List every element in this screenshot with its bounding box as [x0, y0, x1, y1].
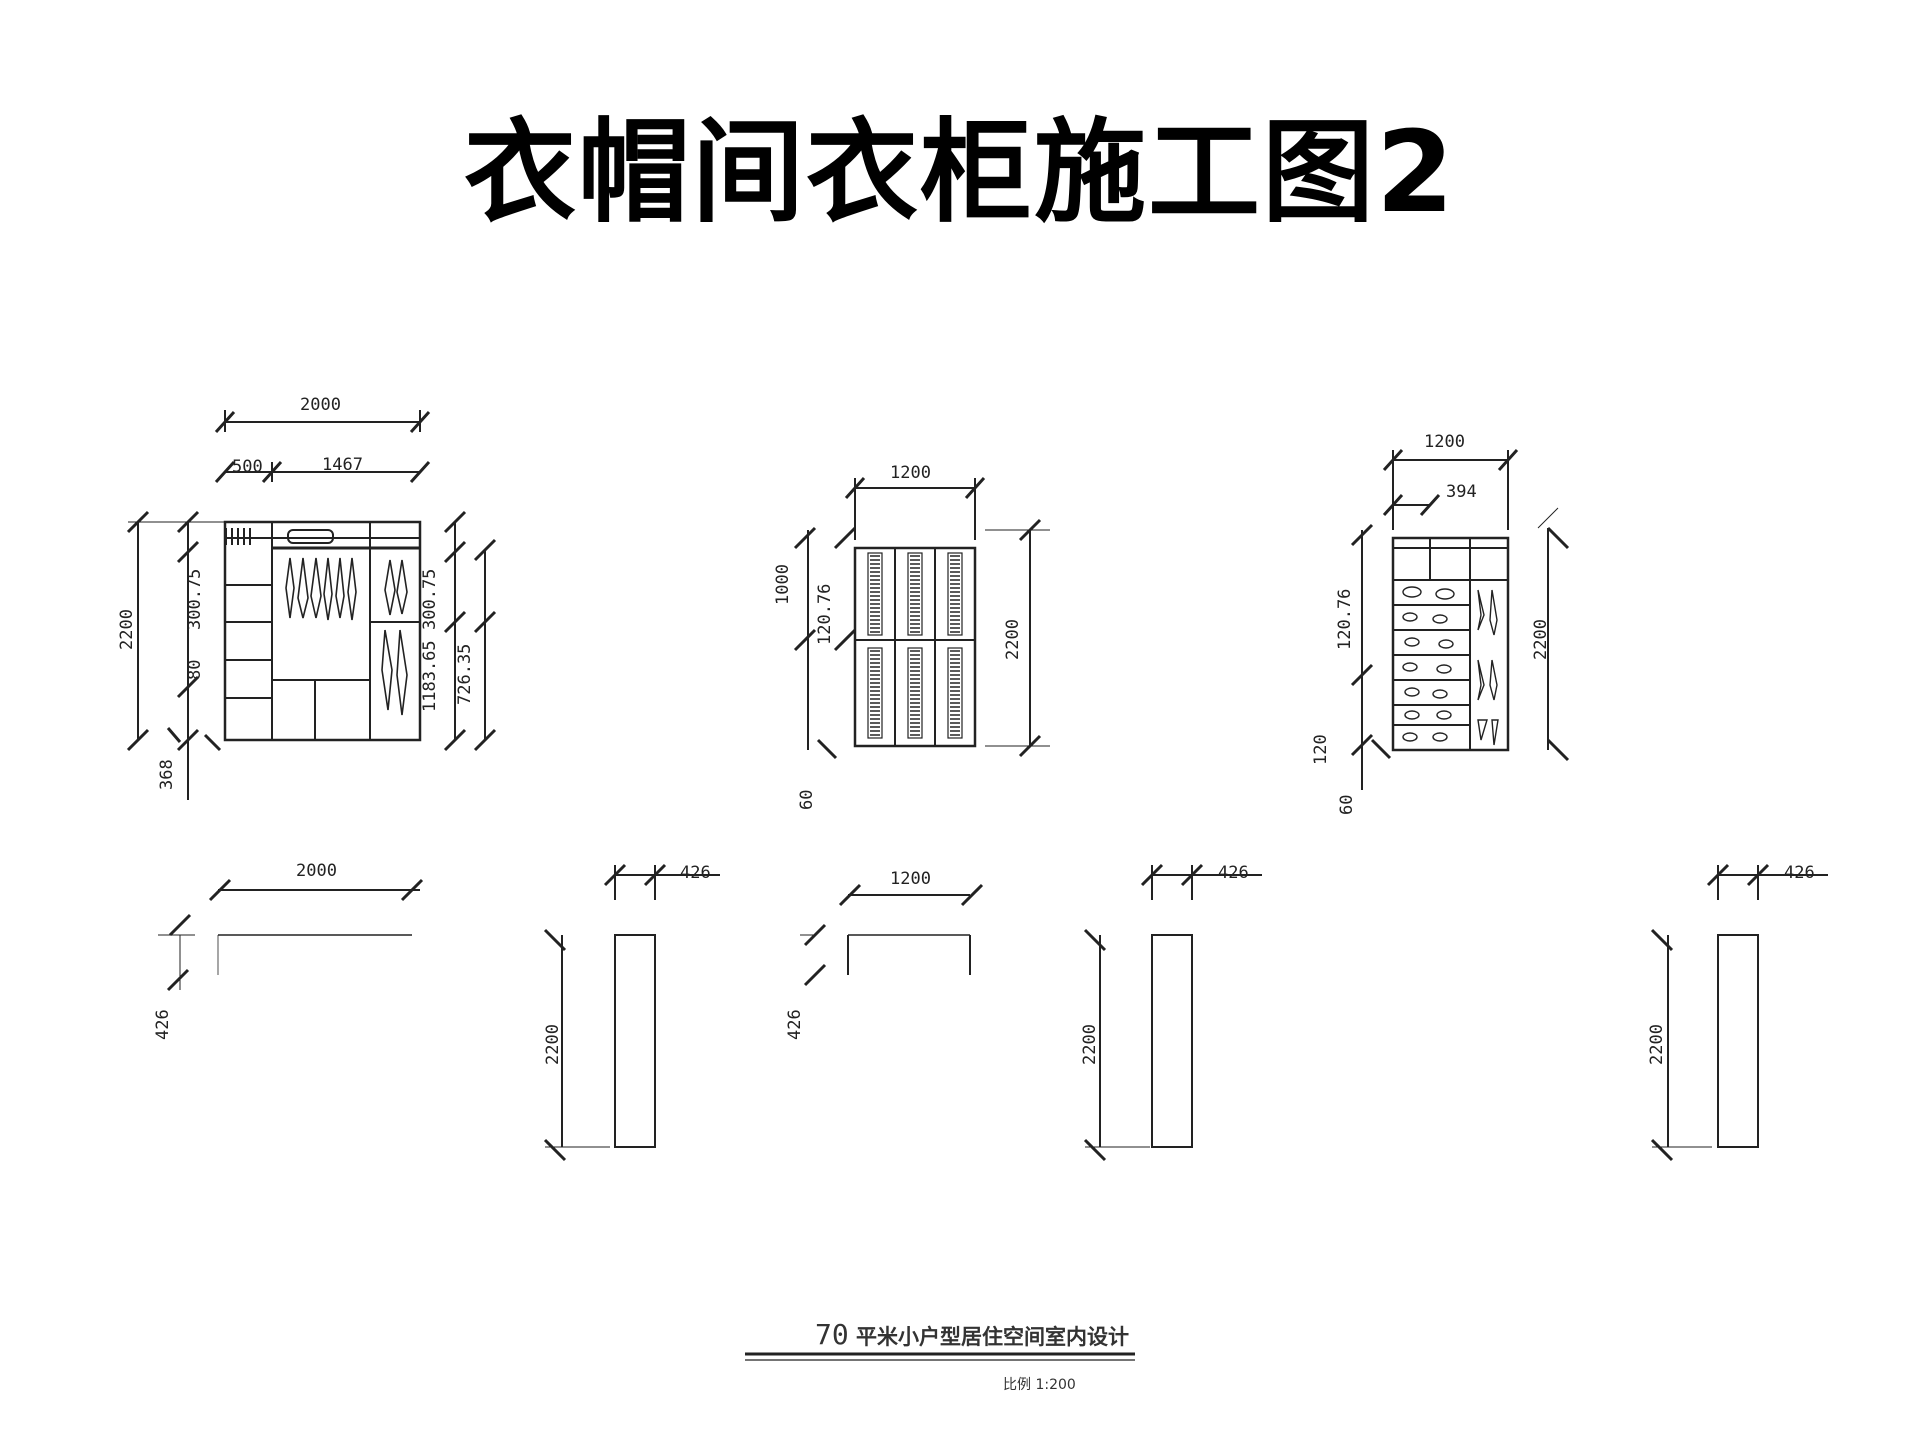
dim-plan-a-side-depth: 426 [680, 863, 711, 883]
hanging-clothes-icon [285, 557, 408, 716]
drawing-caption: 70 平米小户型居住空间室内设计 [815, 1318, 1129, 1351]
dim-a-left: 500 [232, 457, 263, 477]
dim-b-upper: 1000 [773, 564, 793, 605]
dim-a-right-mid: 1183.65 [420, 640, 440, 712]
dim-c-low: 120 [1311, 734, 1331, 765]
shoe-icon [1402, 586, 1455, 742]
dim-b-mid: 120.76 [815, 584, 835, 645]
dim-plan-b-side-depth: 426 [1218, 863, 1249, 883]
dim-plan-c-side-depth: 426 [1784, 863, 1815, 883]
dim-plan-a-side-height: 2200 [543, 1024, 563, 1065]
dim-plan-a-depth: 426 [153, 1009, 173, 1040]
bag-icon [1477, 589, 1499, 746]
dim-c-base: 60 [1337, 795, 1357, 815]
elevation-c [1350, 448, 1570, 790]
dim-plan-b-width: 1200 [890, 869, 931, 889]
elevation-b [793, 476, 1050, 760]
dim-c-mid: 120.76 [1335, 589, 1355, 650]
dim-b-height: 2200 [1003, 619, 1023, 660]
dim-plan-a-width: 2000 [296, 861, 337, 881]
dim-c-inner: 394 [1446, 482, 1477, 502]
drawing-scale: 比例 1:200 [1003, 1377, 1076, 1393]
dim-a-right-top: 300.75 [420, 569, 440, 630]
dim-a-total: 2000 [300, 395, 341, 415]
dim-plan-c-side-height: 2200 [1647, 1024, 1667, 1065]
dim-a-height: 2200 [117, 609, 137, 650]
caption-number: 70 [815, 1318, 849, 1351]
dim-a-mid: 80 [185, 660, 205, 680]
plan-row [158, 863, 1828, 1162]
dim-a-right-low: 726.35 [455, 644, 475, 705]
dim-a-base: 368 [157, 759, 177, 790]
dim-b-width: 1200 [890, 463, 931, 483]
dim-c-width: 1200 [1424, 432, 1465, 452]
caption-text: 平米小户型居住空间室内设计 [856, 1325, 1130, 1349]
elevation-a [126, 410, 497, 800]
page-title: 衣帽间衣柜施工图2 [464, 108, 1456, 238]
dim-plan-b-side-height: 2200 [1080, 1024, 1100, 1065]
dim-b-base: 60 [797, 790, 817, 810]
dim-a-right: 1467 [322, 455, 363, 475]
dim-c-height: 2200 [1531, 619, 1551, 660]
dim-a-top: 300.75 [185, 569, 205, 630]
dim-plan-b-depth: 426 [785, 1009, 805, 1040]
